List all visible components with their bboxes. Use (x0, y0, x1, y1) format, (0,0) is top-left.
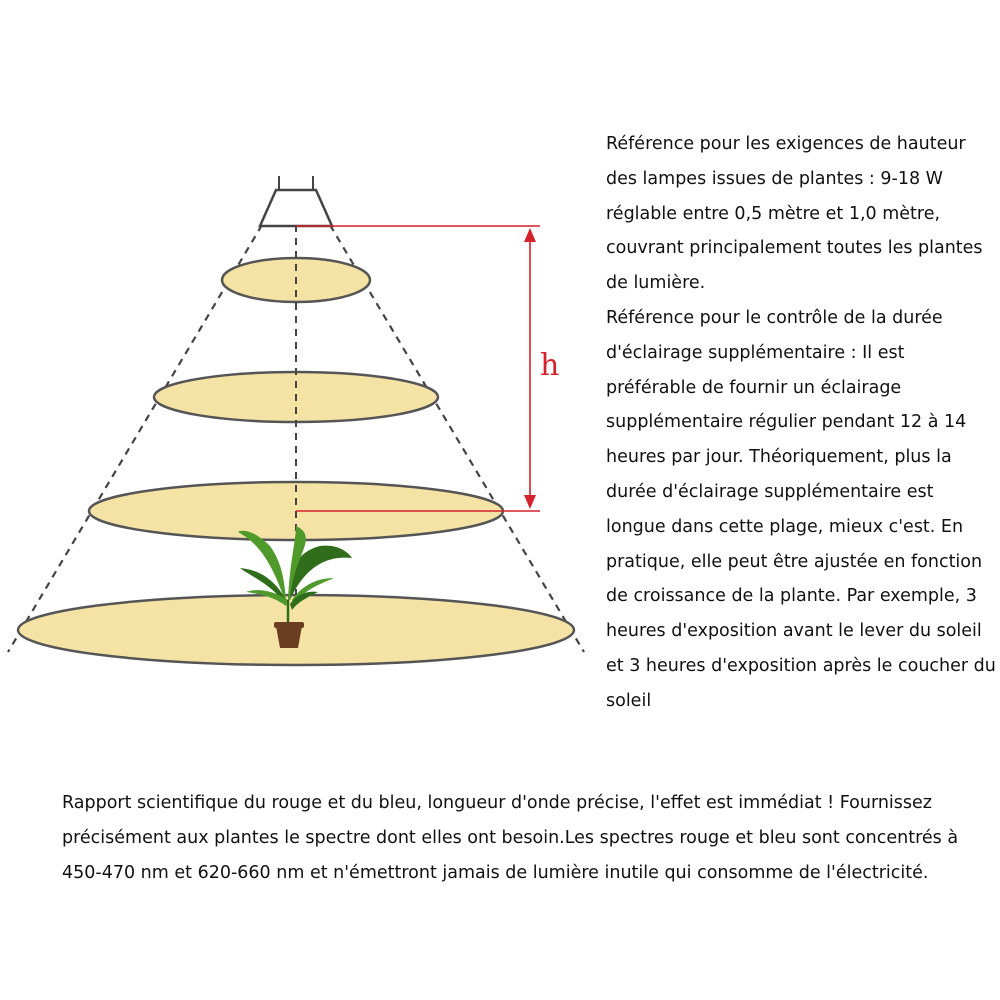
spectrum-description: Rapport scientifique du rouge et du bleu… (62, 786, 992, 890)
height-requirement-text: Référence pour les exigences de hauteur … (606, 134, 983, 294)
height-measure: h (296, 225, 559, 512)
spectrum-text: Rapport scientifique du rouge et du bleu… (62, 793, 959, 883)
height-label: h (540, 348, 559, 383)
lamp-shade-icon (258, 176, 334, 228)
cone-right-edge (329, 224, 585, 653)
plant-icon (238, 526, 352, 648)
cone-left-edge (7, 224, 263, 653)
light-cone-diagram: h (7, 176, 585, 667)
height-and-duration-description: Référence pour les exigences de hauteur … (606, 127, 996, 719)
lighting-duration-text: Référence pour le contrôle de la durée d… (606, 307, 996, 711)
